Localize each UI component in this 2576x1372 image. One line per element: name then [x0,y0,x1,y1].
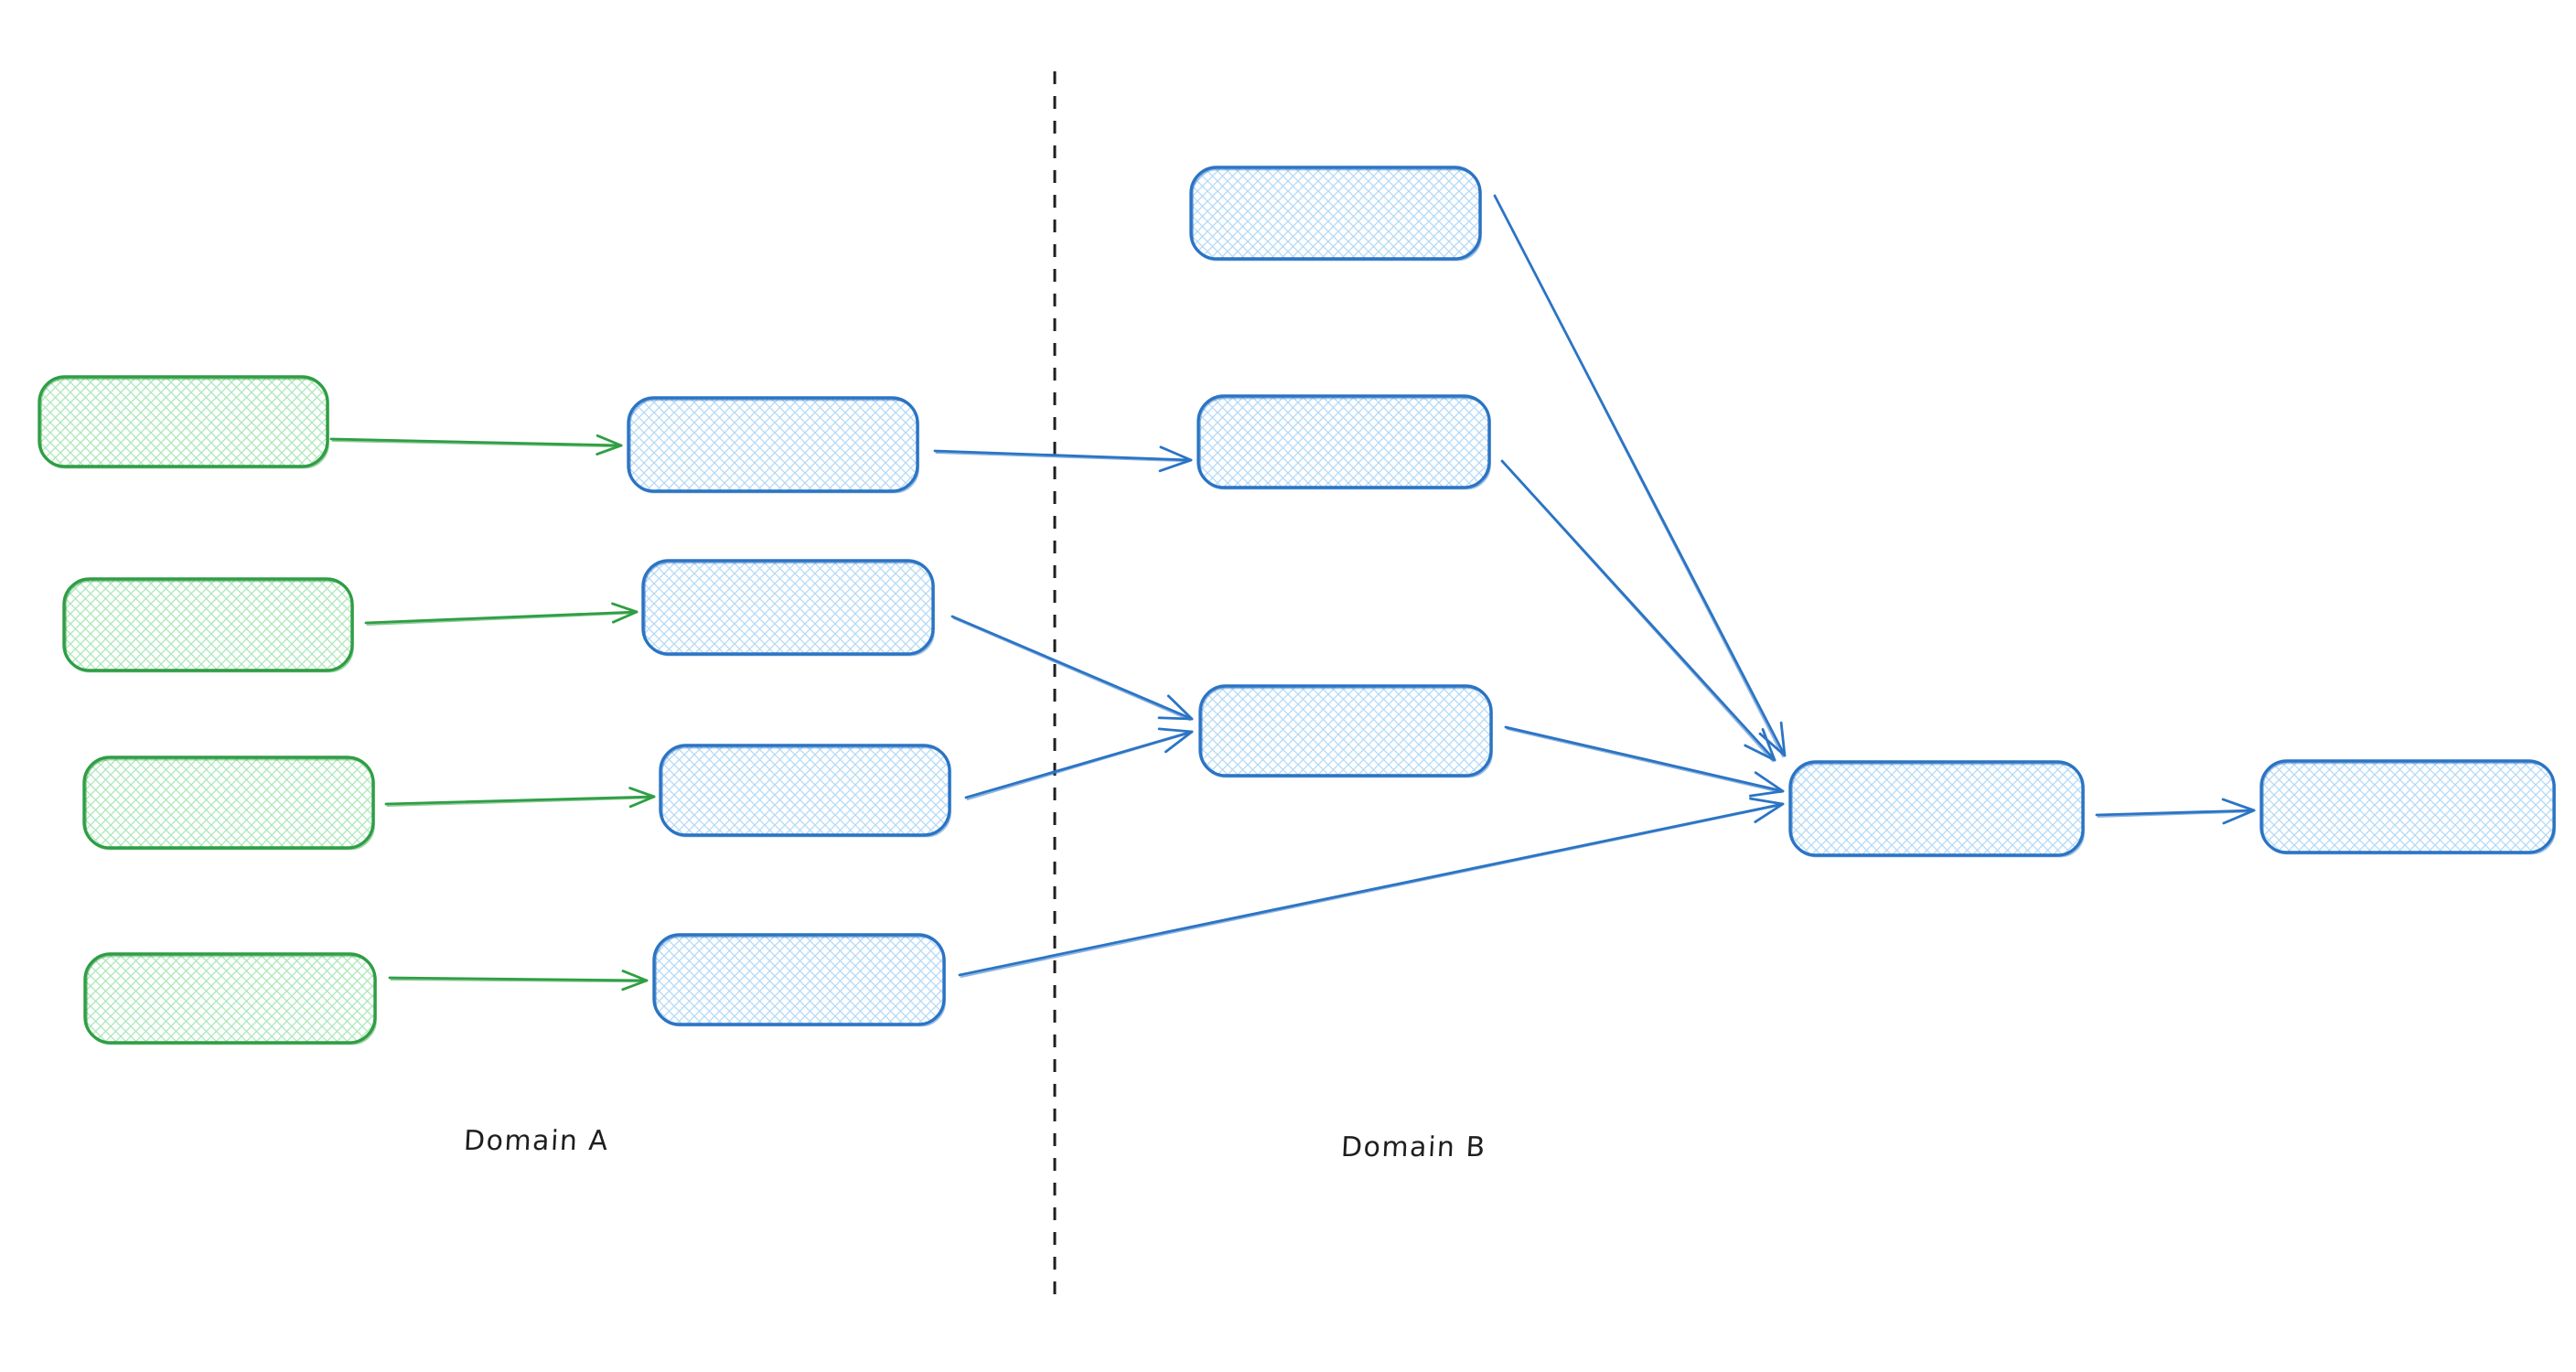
edge-source1-derived1[interactable] [329,434,623,456]
edge-aggregate-output[interactable] [2095,798,2256,825]
node-domain-b-2[interactable] [1197,394,1491,490]
edge-source3-derived3[interactable] [384,787,656,809]
node-domain-b-aggregate[interactable] [1788,760,2085,858]
node-domain-a-derived-3[interactable] [659,744,951,838]
edge-derived3-b3[interactable] [964,727,1194,801]
edge-derived1-b2[interactable] [933,445,1193,473]
domain-b-label[interactable]: Domain B [1340,1131,1487,1163]
node-domain-a-derived-2[interactable] [641,559,935,657]
node-domain-a-derived-1[interactable] [627,396,919,494]
edge-source2-derived2[interactable] [364,602,639,627]
node-domain-a-derived-4[interactable] [652,933,946,1027]
edge-b3-aggregate[interactable] [1504,725,1785,798]
node-domain-b-output[interactable] [2259,759,2556,855]
node-domain-b-3[interactable] [1198,684,1493,778]
node-domain-b-1[interactable] [1189,166,1482,262]
edge-source4-derived4[interactable] [388,970,649,991]
edge-b2-aggregate[interactable] [1500,459,1776,763]
edge-b1-aggregate[interactable] [1493,194,1787,758]
node-domain-a-source-3[interactable] [82,756,375,851]
edge-derived2-b3[interactable] [950,615,1194,722]
edge-derived4-aggregate[interactable] [958,797,1785,978]
node-domain-a-source-1[interactable] [38,375,329,469]
node-domain-a-source-2[interactable] [62,577,354,673]
domain-a-label[interactable]: Domain A [463,1125,610,1157]
node-domain-a-source-4[interactable] [83,952,377,1045]
